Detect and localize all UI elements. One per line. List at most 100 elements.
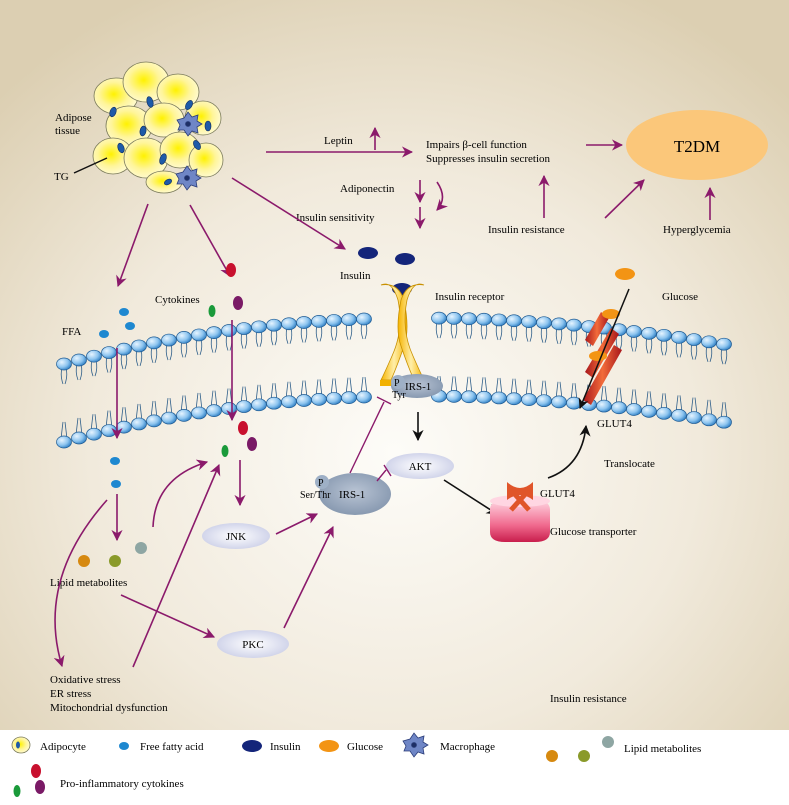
phospho-ser-circle bbox=[315, 475, 329, 489]
legend-panel bbox=[0, 730, 789, 800]
insulin-receptor bbox=[380, 283, 425, 386]
macrophage-icon bbox=[175, 111, 203, 191]
lipid-head bbox=[356, 312, 372, 326]
lipid-head bbox=[56, 357, 72, 371]
lipid-head bbox=[686, 333, 702, 346]
lipid-head bbox=[191, 406, 207, 420]
lipid-head bbox=[461, 390, 477, 404]
phospho-tyr-circle bbox=[391, 375, 405, 389]
legend-lipid-label: Lipid metabolites bbox=[624, 743, 701, 755]
cytokines-cluster-top bbox=[208, 263, 243, 317]
irs1-lower-oval bbox=[319, 473, 391, 515]
lipid-head bbox=[671, 409, 687, 422]
lipid-head bbox=[686, 411, 702, 424]
insulin-resistance-top-label: Insulin resistance bbox=[488, 224, 565, 236]
lipid-head bbox=[506, 392, 522, 406]
akt-to-glut4-arrow bbox=[443, 479, 498, 515]
insulin-label: Insulin bbox=[340, 270, 371, 282]
tyr-label: Tyr bbox=[392, 390, 406, 401]
lipid-head bbox=[341, 391, 357, 405]
impairs-beta-cell-label: Impairs β-cell function bbox=[426, 139, 527, 151]
lipid-head bbox=[491, 391, 507, 405]
cytokines-label: Cytokines bbox=[155, 294, 200, 306]
lipid-head bbox=[626, 403, 642, 416]
tissue-label: tissue bbox=[55, 125, 80, 137]
glucose-transporter-vesicle bbox=[490, 482, 550, 542]
intracellular-arrows bbox=[53, 320, 334, 668]
p-tyr-label: P bbox=[394, 378, 400, 389]
pkc-oval bbox=[217, 630, 289, 658]
translocate-arrow bbox=[547, 424, 591, 479]
lipid-head bbox=[71, 353, 87, 367]
ffa-label: FFA bbox=[62, 326, 81, 338]
lipid-head bbox=[176, 331, 192, 344]
lipid-head bbox=[626, 325, 642, 338]
lipid-head bbox=[476, 390, 492, 404]
lipid-head bbox=[521, 393, 537, 406]
lipid-head bbox=[251, 320, 267, 334]
lipid-head bbox=[161, 333, 177, 347]
mito-dysfunction-label: Mitochondrial dysfunction bbox=[50, 702, 168, 714]
lipid-metabolites-label: Lipid metabolites bbox=[50, 577, 127, 589]
lipid-head bbox=[521, 315, 537, 328]
lipid-head bbox=[671, 331, 687, 344]
adiponectin-label: Adiponectin bbox=[340, 183, 395, 195]
legend-glucose-label: Glucose bbox=[347, 741, 383, 753]
lipid-head bbox=[596, 399, 612, 413]
translocate-label: Translocate bbox=[604, 458, 655, 470]
glucose-transporter-label: Glucose transporter bbox=[550, 526, 637, 538]
irs1-top-label: IRS-1 bbox=[405, 381, 431, 393]
lipid-head bbox=[356, 390, 372, 404]
legend-macrophage-icon bbox=[402, 732, 429, 758]
lipid-head bbox=[461, 312, 477, 326]
lipid-head bbox=[71, 431, 87, 445]
legend-insulin-icon bbox=[242, 740, 262, 752]
er-stress-label: ER stress bbox=[50, 688, 91, 700]
legend-insulin-label: Insulin bbox=[270, 741, 301, 753]
legend-cytokines-label: Pro-inflammatory cytokines bbox=[60, 778, 184, 790]
lipid-head bbox=[296, 394, 312, 407]
lipid-head bbox=[656, 406, 672, 420]
lipid-head bbox=[566, 396, 582, 410]
lipid-head bbox=[716, 415, 732, 429]
glut4-vesicle-label: GLUT4 bbox=[540, 488, 575, 500]
lipid-head bbox=[326, 392, 342, 405]
insulin-receptor-label: Insulin receptor bbox=[435, 291, 505, 303]
lipid-head bbox=[191, 328, 207, 342]
lipid-head bbox=[221, 402, 237, 415]
insulin-sensitivity-label: Insulin sensitivity bbox=[296, 212, 375, 224]
tg-label: TG bbox=[54, 171, 69, 183]
suppresses-insulin-label: Suppresses insulin secretion bbox=[426, 153, 551, 165]
legend-glucose-icon bbox=[319, 740, 339, 752]
glut4-membrane-label: GLUT4 bbox=[597, 418, 632, 430]
adipose-label: Adipose bbox=[55, 112, 92, 124]
lipid-head bbox=[506, 314, 522, 328]
lipid-head bbox=[446, 312, 462, 325]
legend-ffa-label: Free fatty acid bbox=[140, 741, 204, 753]
lipid-head bbox=[266, 396, 282, 410]
lipid-head bbox=[566, 318, 582, 332]
lipid-head bbox=[281, 395, 297, 409]
lipid-head bbox=[266, 318, 282, 332]
lipid-head bbox=[101, 424, 117, 437]
lipid-head bbox=[446, 390, 462, 403]
irs1-lower-label: IRS-1 bbox=[339, 489, 365, 501]
cytokines-cluster-intracellular bbox=[221, 421, 257, 457]
ffa-cluster-top bbox=[99, 308, 135, 338]
p-ser-label: P bbox=[318, 478, 324, 489]
lipid-head bbox=[116, 342, 132, 356]
t2dm-oval bbox=[626, 110, 768, 180]
lipid-head bbox=[56, 435, 72, 449]
lipid-head bbox=[146, 414, 162, 428]
lipid-head bbox=[161, 411, 177, 425]
lipid-head bbox=[296, 316, 312, 329]
lipid-head bbox=[656, 328, 672, 342]
ser-thr-label: Ser/Thr bbox=[300, 490, 331, 501]
lipid-head bbox=[536, 394, 552, 408]
lipid-head bbox=[641, 404, 657, 418]
hyperglycemia-label: Hyperglycemia bbox=[663, 224, 731, 236]
legend-adipocyte-icon bbox=[11, 736, 31, 754]
lipid-head bbox=[311, 315, 327, 328]
lipid-head bbox=[131, 339, 147, 353]
